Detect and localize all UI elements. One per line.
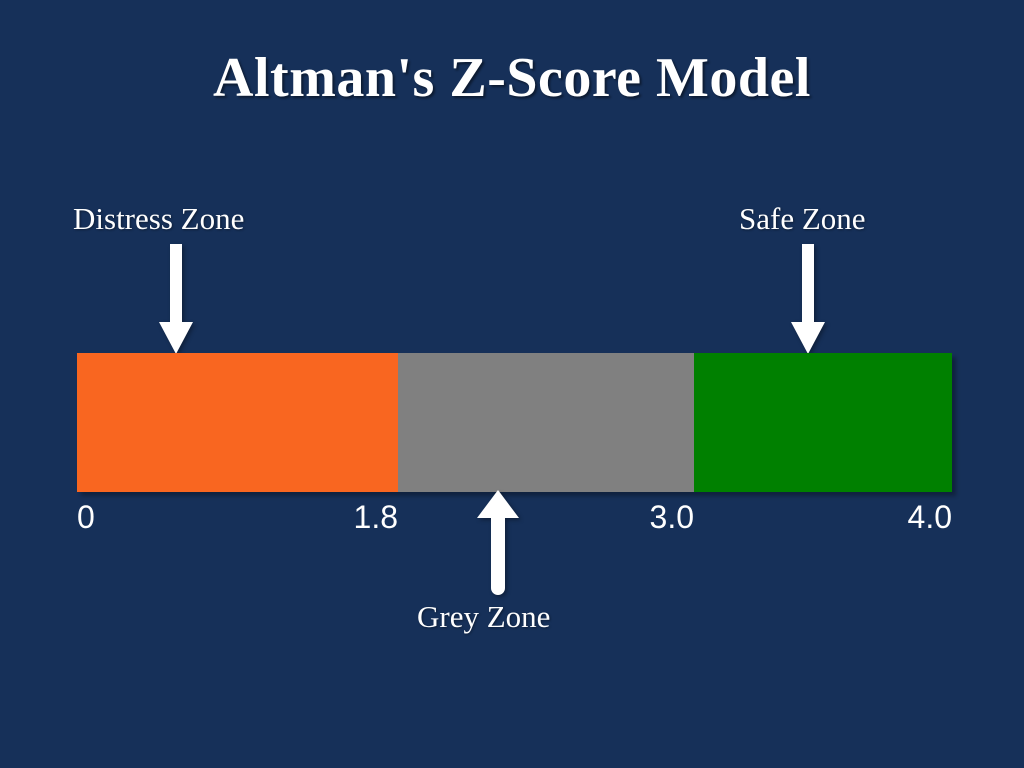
zone-segment-safe bbox=[694, 353, 952, 492]
axis-tick-1-8: 1.8 bbox=[353, 499, 398, 535]
zone-segment-distress bbox=[77, 353, 398, 492]
callout-label-distress-zone: Distress Zone bbox=[73, 201, 245, 236]
page-title: Altman's Z-Score Model bbox=[213, 47, 811, 109]
axis-tick-3-0: 3.0 bbox=[649, 499, 694, 535]
axis-tick-4-0: 4.0 bbox=[907, 499, 952, 535]
arrow-down-safe-icon bbox=[791, 244, 825, 354]
callout-label-grey-zone: Grey Zone bbox=[417, 599, 551, 634]
zone-segment-grey bbox=[398, 353, 694, 492]
axis-tick-0: 0 bbox=[77, 499, 95, 535]
arrow-down-distress-icon bbox=[159, 244, 193, 354]
z-score-zone-bar bbox=[77, 353, 952, 492]
callout-label-safe-zone: Safe Zone bbox=[739, 201, 866, 236]
arrow-up-grey-icon bbox=[477, 490, 519, 595]
